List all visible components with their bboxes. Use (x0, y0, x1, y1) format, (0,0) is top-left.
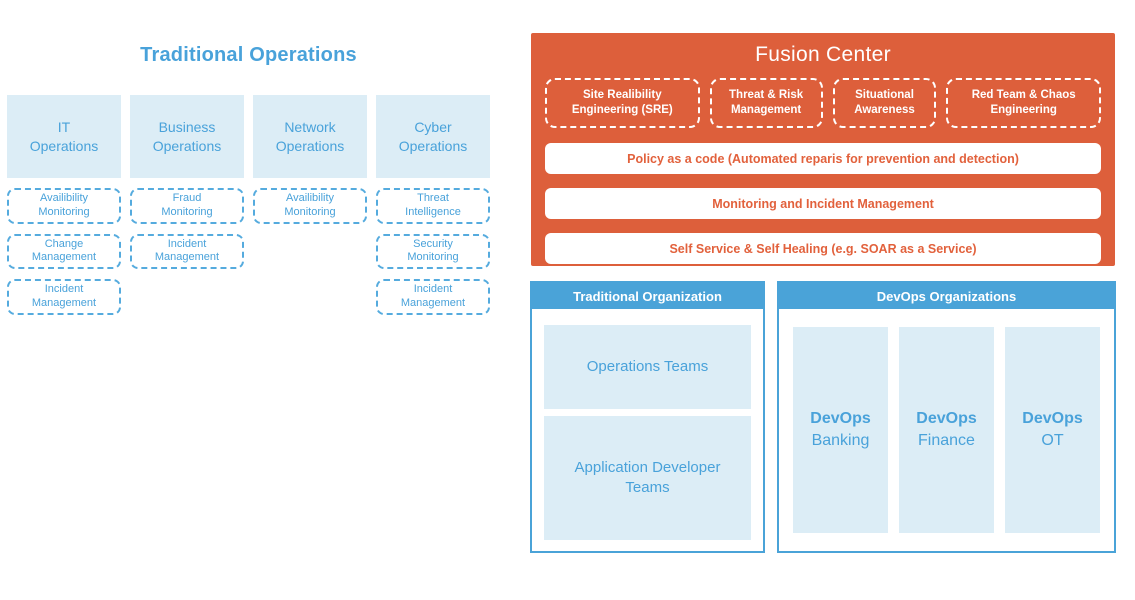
operations-column-header: IT Operations (7, 95, 121, 178)
fusion-center-capabilities: Site Realibility Engineering (SRE)Threat… (545, 78, 1101, 128)
traditional-operations-title: Traditional Operations (140, 44, 357, 66)
fusion-service-bar: Policy as a code (Automated reparis for … (545, 143, 1101, 174)
operations-function-chip-label: Incident Management (400, 283, 466, 309)
operations-function-chip: Availibility Monitoring (7, 188, 121, 224)
operations-function-chip: Security Monitoring (376, 233, 490, 269)
devops-team-name: DevOps (916, 410, 977, 428)
operations-function-chip: Change Management (7, 233, 121, 269)
devops-team-unit: Finance (918, 432, 975, 449)
fusion-capability-box: Threat & Risk Management (709, 78, 823, 128)
fusion-service-bar: Self Service & Self Healing (e.g. SOAR a… (545, 233, 1101, 264)
operations-function-chip: Incident Management (376, 279, 490, 315)
operations-column-header: Cyber Operations (376, 95, 490, 178)
operations-column-header: Network Operations (253, 95, 367, 178)
fusion-center-bars: Policy as a code (Automated reparis for … (545, 143, 1101, 264)
team-box: Application Developer Teams (544, 416, 751, 540)
operations-function-chip: Incident Management (7, 279, 121, 315)
fusion-capability-box: Situational Awareness (832, 78, 937, 128)
devops-organizations-header: DevOps Organizations (779, 283, 1114, 309)
team-box: Operations Teams (544, 325, 751, 409)
fusion-capability-box: Site Realibility Engineering (SRE) (545, 78, 700, 128)
devops-team-unit: Banking (811, 432, 870, 449)
operations-function-chip-label: Security Monitoring (407, 237, 459, 264)
fusion-center-panel: Fusion Center Site Realibility Engineeri… (531, 33, 1115, 266)
devops-team-name: DevOps (1022, 410, 1083, 428)
fusion-service-bar: Monitoring and Incident Management (545, 188, 1101, 219)
operations-column-header-label: Business Operations (152, 118, 222, 154)
operations-function-chip-label: Incident Management (154, 237, 220, 264)
operations-function-chip-label: Change Management (31, 237, 97, 264)
operations-function-chip-label: Availibility Monitoring (38, 192, 90, 218)
devops-team-unit: OT (1041, 432, 1064, 449)
operations-function-chip: Threat Intelligence (376, 188, 490, 224)
operations-column-header-label: Network Operations (275, 118, 345, 154)
operations-function-chip-label: Threat Intelligence (405, 192, 461, 218)
fusion-capability-box: Red Team & Chaos Engineering (946, 78, 1101, 128)
operations-column-header-label: Cyber Operations (398, 118, 468, 154)
devops-team-name: DevOps (810, 410, 871, 428)
fusion-center-title: Fusion Center (755, 43, 891, 66)
operations-function-chip-label: Availibility Monitoring (284, 192, 336, 218)
traditional-organization-header: Traditional Organization (532, 283, 763, 309)
operations-function-chip-label: Fraud Monitoring (161, 192, 213, 218)
operations-function-chip: Availibility Monitoring (253, 188, 367, 224)
traditional-organization-box: Traditional Organization Operations Team… (530, 281, 765, 553)
operations-function-chip-label: Incident Management (31, 283, 97, 309)
operations-function-chip: Fraud Monitoring (130, 188, 244, 224)
team-box-label: Application Developer Teams (574, 458, 721, 496)
operations-function-chip: Incident Management (130, 233, 244, 269)
operations-column-header: Business Operations (130, 95, 244, 178)
team-box-label: Operations Teams (586, 357, 709, 375)
operations-column-header-label: IT Operations (29, 118, 99, 154)
